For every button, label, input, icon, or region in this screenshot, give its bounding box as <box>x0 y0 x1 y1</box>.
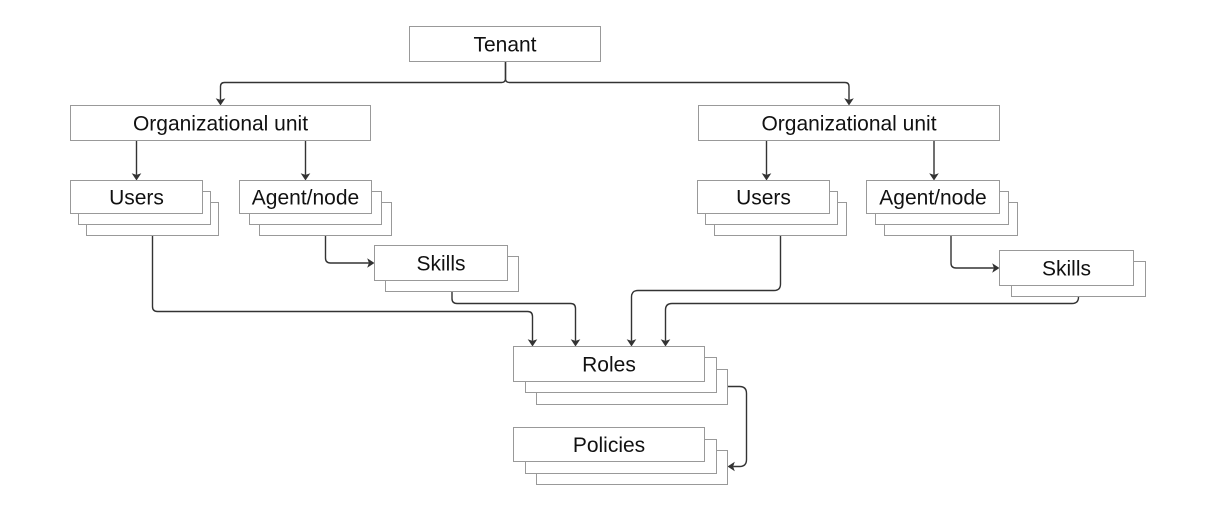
svg-text:Organizational unit: Organizational unit <box>133 112 308 135</box>
svg-text:Users: Users <box>109 186 164 209</box>
svg-text:Agent/node: Agent/node <box>252 186 359 209</box>
svg-text:Skills: Skills <box>416 252 465 275</box>
svg-text:Organizational unit: Organizational unit <box>761 112 936 135</box>
svg-text:Tenant: Tenant <box>473 33 536 56</box>
svg-text:Users: Users <box>736 186 791 209</box>
svg-text:Roles: Roles <box>582 353 636 376</box>
svg-text:Policies: Policies <box>573 434 645 457</box>
svg-text:Skills: Skills <box>1042 257 1091 280</box>
svg-text:Agent/node: Agent/node <box>879 186 986 209</box>
